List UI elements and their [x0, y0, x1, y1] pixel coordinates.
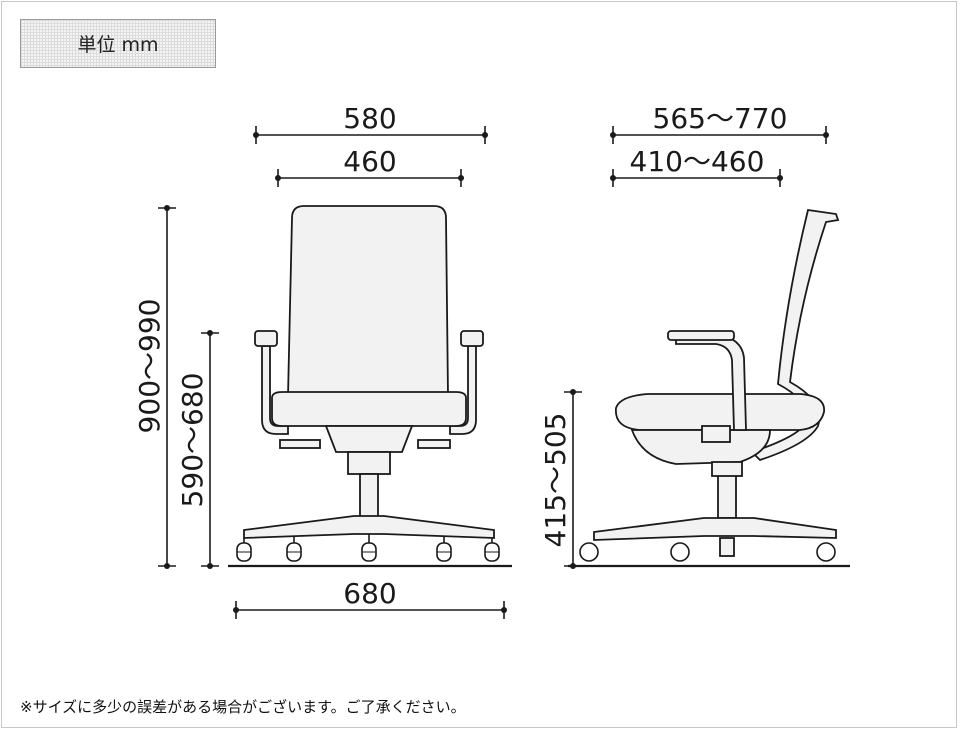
front-armpad-right	[460, 330, 484, 347]
dim-overall-depth: 565～770	[653, 102, 788, 135]
unit-label: 単位 mm	[77, 34, 159, 56]
dim-armrest-height: 590～680	[176, 373, 209, 508]
dim-seat-width: 460	[343, 145, 396, 178]
front-cylinder-top	[347, 451, 391, 475]
front-base	[243, 515, 495, 539]
dim-overall-width: 580	[343, 102, 396, 135]
chair-front-view	[243, 205, 495, 539]
footnote: ※サイズに多少の誤差がある場合がございます。ご了承ください。	[20, 698, 466, 716]
side-lever-box	[701, 425, 731, 443]
side-seat	[615, 393, 825, 431]
unit-label-box: 単位 mm	[20, 19, 216, 68]
front-backrest	[287, 205, 449, 397]
side-cylinder-top	[711, 461, 743, 477]
front-mechanism	[324, 425, 414, 453]
side-armpad	[667, 330, 735, 341]
side-gas-lift	[717, 473, 737, 519]
side-casters	[579, 542, 836, 562]
front-casters	[236, 542, 500, 562]
front-lever-right	[417, 439, 451, 449]
chair-side-view	[593, 208, 840, 557]
front-seat	[271, 391, 467, 427]
front-lever-left	[279, 439, 321, 449]
side-mechanism	[630, 429, 771, 465]
side-center-caster	[719, 537, 735, 557]
side-backrest-frame	[750, 208, 840, 462]
front-gas-lift	[359, 473, 379, 519]
dim-overall-height: 900～990	[133, 299, 166, 434]
dim-seat-height: 415～505	[539, 413, 572, 548]
side-base	[593, 517, 837, 541]
front-armpad-left	[254, 330, 278, 347]
dim-seat-depth: 410～460	[630, 145, 765, 178]
dim-base-width: 680	[343, 577, 396, 610]
